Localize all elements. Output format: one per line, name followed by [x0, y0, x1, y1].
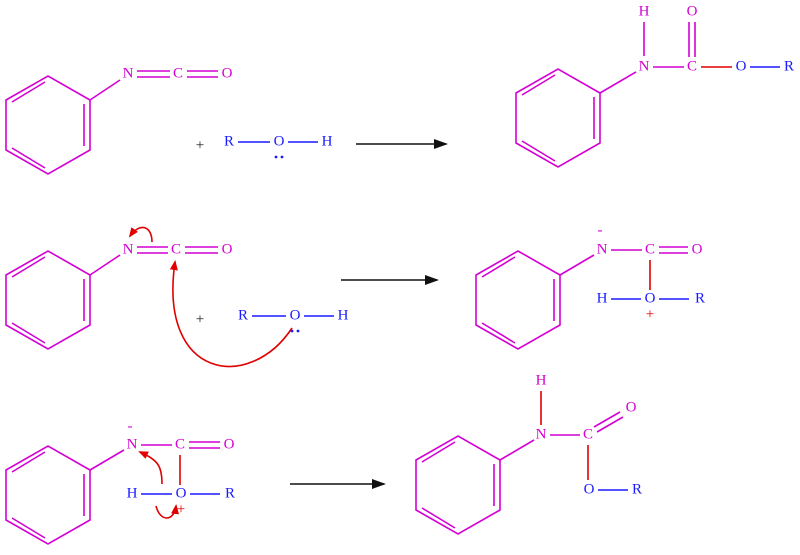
row2-product-ring-n-bond: [559, 254, 595, 276]
row3-reactant-o-carbonyl: O: [224, 436, 235, 452]
row3-reactant-r: R: [225, 485, 235, 501]
row1-lone-pair: [274, 155, 284, 159]
row2-electron-arrow-o-to-c: [169, 260, 293, 368]
row2-lone-pair: [290, 329, 300, 333]
row2-plus: +: [196, 311, 204, 327]
row2-product-n: N: [597, 241, 608, 257]
row3-product-h: H: [536, 372, 547, 388]
row1-product-c: C: [687, 58, 697, 74]
row3-reactant-n: N: [127, 436, 138, 452]
row1-ring-n-bond: [89, 79, 121, 101]
row1-reactant-n: N: [123, 65, 134, 81]
row2-electron-arrow-pi-to-n: [128, 226, 153, 243]
row3-product-n: N: [536, 426, 547, 442]
row1-alcohol-o: O: [274, 133, 285, 149]
row2-product-o-oxonium: O: [645, 290, 656, 306]
row2-product-o-carbonyl: O: [692, 241, 703, 257]
row3-product-o-ester: O: [584, 481, 595, 497]
row1-alcohol-h: H: [322, 133, 333, 149]
row1-product-ring-n-bond: [599, 71, 637, 94]
row3-reactant-zwitterion: - N C O H O + R: [5, 418, 235, 545]
row2-product-charge-minus: -: [598, 222, 603, 238]
row1-plus: +: [196, 137, 204, 153]
row1-product-n: N: [639, 58, 650, 74]
row3-product-carbamate: N H C O O R: [415, 372, 642, 535]
row2-product-benzene-ring: [475, 250, 561, 350]
row3-electron-arrow-oh-bond: [155, 504, 179, 519]
row3-electron-arrow-h-transfer: [138, 451, 163, 485]
row1-reactant-o: O: [222, 65, 233, 81]
row3-product-ring-n-bond: [499, 439, 535, 461]
row1-alcohol-r: R: [224, 133, 234, 149]
row1-product-h: H: [639, 3, 650, 19]
row1-reactant-phenyl-isocyanate: N C O: [5, 65, 233, 175]
row2-product-charge-plus: +: [646, 306, 654, 322]
row3-product-r: R: [632, 481, 642, 497]
row2-alcohol: R O H: [238, 307, 349, 333]
row3-reactant-c: C: [175, 436, 185, 452]
row2-reactant-phenyl-isocyanate: N C O: [5, 241, 233, 350]
row1-product-r: R: [784, 58, 794, 74]
row3-ring-n-bond: [89, 449, 125, 471]
row1-reactant-benzene-ring: [5, 75, 91, 175]
row3-reactant-charge-minus: -: [128, 418, 133, 434]
row1-alcohol: R O H: [224, 133, 333, 159]
row3-product-o-carbonyl: O: [626, 399, 637, 415]
row2-alcohol-o: O: [290, 307, 301, 323]
row2-product-r: R: [695, 290, 705, 306]
row3-product-co-bond-b: [596, 416, 624, 433]
row3-product-co-bond-a: [593, 411, 621, 428]
row2-reactant-benzene-ring: [5, 250, 91, 350]
row1-product-o-carbonyl: O: [687, 3, 698, 19]
row2-reactant-n: N: [123, 241, 134, 257]
row2-product-c: C: [645, 241, 655, 257]
row2-product-zwitterion: - N C O H O + R: [475, 222, 705, 350]
row2-reactant-o: O: [222, 241, 233, 257]
row2-alcohol-h: H: [338, 307, 349, 323]
row1-product-benzene-ring: [515, 68, 601, 168]
row2-product-h: H: [597, 290, 608, 306]
row3-product-benzene-ring: [415, 435, 501, 535]
row2-reactant-c: C: [171, 241, 181, 257]
row3-reactant-h: H: [127, 485, 138, 501]
row2-alcohol-r: R: [238, 307, 248, 323]
row3-reactant-charge-plus: +: [177, 501, 185, 517]
row2-ring-n-bond: [89, 254, 121, 276]
row3-reactant-benzene-ring: [5, 445, 91, 545]
row1-product-carbamate: N H C O O R: [515, 3, 794, 168]
row3-reactant-o-oxonium: O: [176, 485, 187, 501]
row3-product-c: C: [583, 426, 593, 442]
row1-reactant-c: C: [173, 65, 183, 81]
row1-product-o-ester: O: [736, 58, 747, 74]
